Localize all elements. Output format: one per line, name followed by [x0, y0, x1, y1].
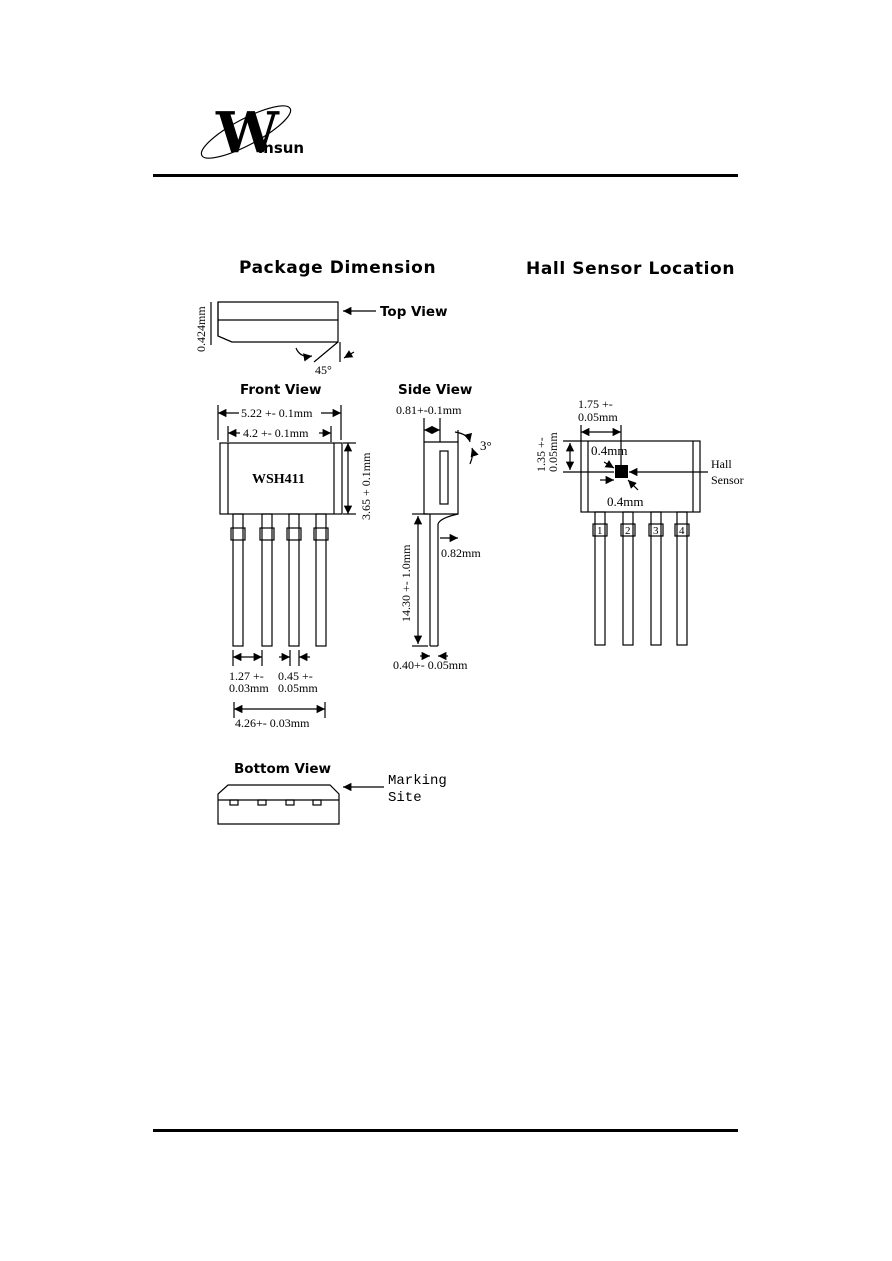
front-pitch-l2: 0.03mm [229, 681, 269, 695]
side-lead-len: 14.30 +- 1.0mm [399, 544, 413, 622]
hall-sensor-location-heading: Hall Sensor Location [526, 259, 736, 279]
top-view-angle: 45° [315, 363, 332, 377]
side-angle: 3° [480, 438, 492, 453]
top-view-label: Top View [380, 304, 448, 320]
hall-size-b: 0.4mm [607, 494, 643, 509]
hall-sensor-l1: Hall [711, 457, 732, 471]
hall-lead-2 [620, 511, 636, 646]
hall-pin-4: 4 [679, 525, 685, 537]
hall-x-l1: 1.75 +- [578, 397, 613, 411]
hall-y-l1: 1.35 +- [534, 437, 548, 472]
hall-lead-1 [592, 511, 608, 646]
hall-y-l2: 0.05mm [546, 432, 560, 472]
hall-sensor-element [615, 465, 628, 478]
lead-4 [313, 513, 329, 647]
top-view [210, 301, 376, 363]
hall-pin-2: 2 [625, 525, 631, 537]
package-dimension-heading: Package Dimension [239, 258, 437, 278]
front-height: 3.65 + 0.1mm [359, 452, 373, 520]
bottom-view-label: Bottom View [234, 761, 331, 777]
side-view-label: Side View [398, 382, 472, 398]
hall-lead-3 [648, 511, 664, 646]
header-rule [153, 174, 738, 177]
side-view [412, 418, 479, 661]
hall-sensor-drawing [563, 425, 708, 646]
hall-pin-1: 1 [597, 525, 603, 537]
lead-2 [259, 513, 275, 647]
front-lead-w-l1: 0.45 +- [278, 669, 313, 683]
hall-sensor-l2: Sensor [711, 473, 744, 487]
front-view [217, 405, 356, 718]
footer-rule [153, 1129, 738, 1132]
hall-size-a: 0.4mm [591, 443, 627, 458]
front-view-label: Front View [240, 382, 322, 398]
side-lead-t: 0.40+- 0.05mm [393, 658, 468, 672]
front-width-inner: 4.2 +- 0.1mm [243, 426, 309, 440]
side-thickness: 0.81+-0.1mm [396, 403, 462, 417]
side-step: 0.82mm [441, 546, 481, 560]
lead-3 [286, 513, 302, 647]
top-view-thickness: 0.424mm [194, 306, 208, 352]
hall-pin-3: 3 [653, 525, 659, 537]
marking-site-l2: Site [388, 790, 422, 806]
front-span: 4.26+- 0.03mm [235, 716, 310, 730]
front-width-outer: 5.22 +- 0.1mm [241, 406, 313, 420]
hall-lead-4 [674, 511, 690, 646]
hall-x-l2: 0.05mm [578, 410, 618, 424]
bottom-view [217, 782, 384, 825]
front-pitch-l1: 1.27 +- [229, 669, 264, 683]
front-marking: WSH411 [252, 472, 305, 487]
front-lead-w-l2: 0.05mm [278, 681, 318, 695]
marking-site-l1: Marking [388, 773, 447, 789]
lead-1 [230, 513, 246, 647]
